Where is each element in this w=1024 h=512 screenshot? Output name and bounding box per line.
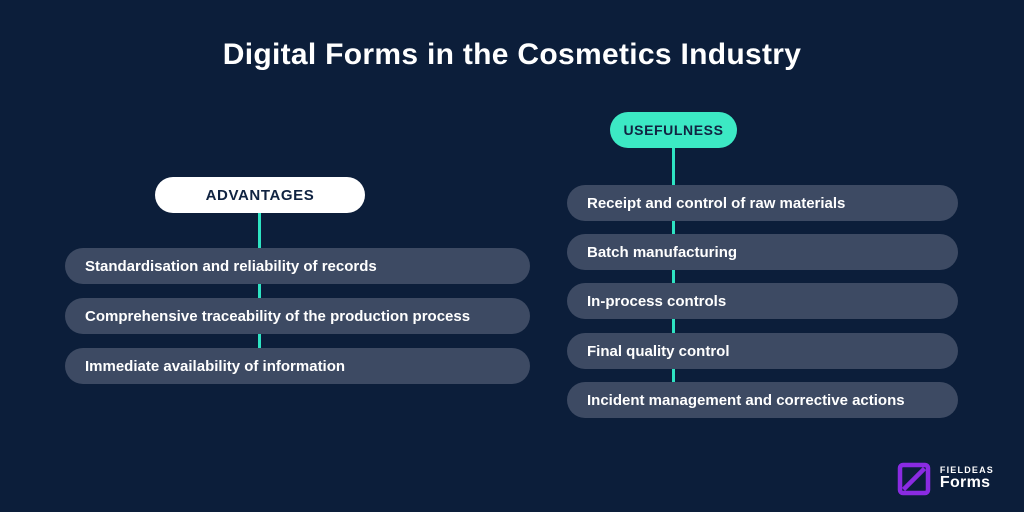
advantages-item-label: Standardisation and reliability of recor… — [85, 257, 377, 275]
product-name: Forms — [939, 474, 991, 492]
usefulness-list-item: Incident management and corrective actio… — [567, 382, 958, 418]
usefulness-item-label: Incident management and corrective actio… — [587, 391, 905, 409]
advantages-item-label: Immediate availability of information — [85, 357, 346, 375]
usefulness-list-item: Receipt and control of raw materials — [567, 185, 958, 221]
usefulness-list-item: Batch manufacturing — [567, 234, 958, 270]
advantages-item-label: Comprehensive traceability of the produc… — [85, 307, 471, 325]
usefulness-item-label: Final quality control — [587, 342, 730, 360]
usefulness-badge-label: USEFULNESS — [623, 122, 724, 138]
square-diagonal-icon — [897, 462, 931, 496]
usefulness-badge: USEFULNESS — [610, 112, 737, 148]
advantages-badge-label: ADVANTAGES — [205, 186, 315, 204]
usefulness-item-label: Receipt and control of raw materials — [587, 194, 846, 212]
usefulness-list-item: Final quality control — [567, 333, 958, 369]
brand-name: FIELDEAS — [939, 464, 994, 475]
advantages-list-item: Comprehensive traceability of the produc… — [65, 298, 530, 334]
brand-logo-text: FIELDEAS Forms — [939, 464, 994, 492]
page-title: Digital Forms in the Cosmetics Industry — [222, 38, 802, 71]
usefulness-item-label: Batch manufacturing — [587, 243, 738, 261]
usefulness-item-label: In-process controls — [587, 292, 727, 310]
usefulness-list-item: In-process controls — [567, 283, 958, 319]
brand-logo: FIELDEAS Forms — [897, 462, 994, 496]
advantages-list-item: Standardisation and reliability of recor… — [65, 248, 530, 284]
advantages-badge: ADVANTAGES — [155, 177, 365, 213]
advantages-list-item: Immediate availability of information — [65, 348, 530, 384]
usefulness-connector-line — [672, 146, 675, 400]
